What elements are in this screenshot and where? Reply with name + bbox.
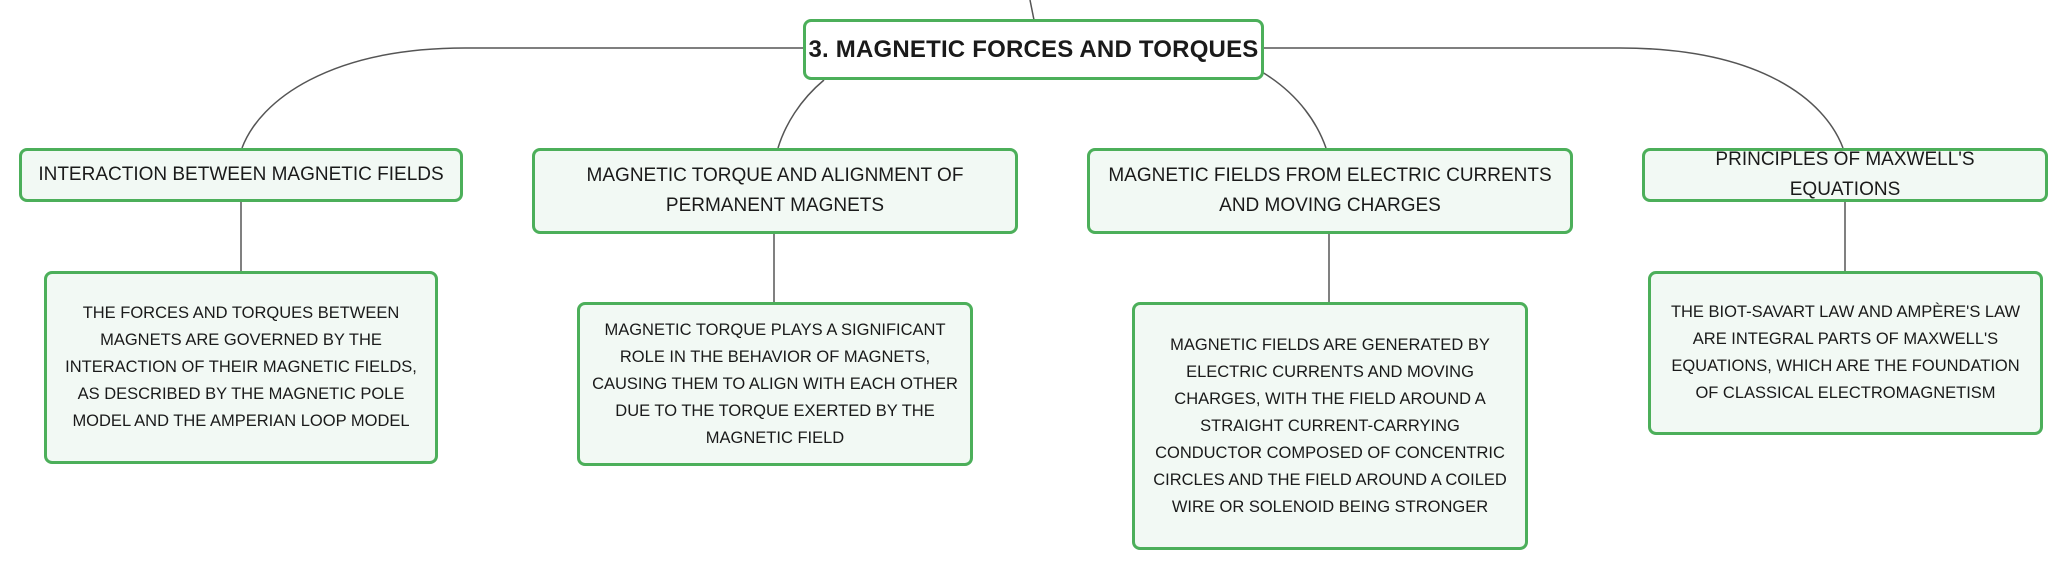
detail-text: MAGNETIC FIELDS ARE GENERATED BY ELECTRI… — [1153, 335, 1507, 516]
detail-magnetic-torque-and-alignment[interactable]: MAGNETIC TORQUE PLAYS A SIGNIFICANT ROLE… — [577, 302, 973, 466]
branch-label: MAGNETIC FIELDS FROM ELECTRIC CURRENTS A… — [1108, 165, 1552, 216]
detail-text: THE BIOT-SAVART LAW AND AMPÈRE'S LAW ARE… — [1670, 303, 2021, 402]
branch-magnetic-torque-and-alignment[interactable]: MAGNETIC TORQUE AND ALIGNMENT OF PERMANE… — [532, 148, 1018, 234]
connector-parent-to-root — [1029, 0, 1035, 21]
connector-root-to-branch-3 — [1261, 71, 1327, 149]
connector-root-to-branch-1 — [241, 47, 803, 149]
connector-root-to-branch-4 — [1262, 47, 1844, 149]
connector-root-to-branch-2 — [777, 79, 825, 149]
branch-magnetic-fields-from-currents[interactable]: MAGNETIC FIELDS FROM ELECTRIC CURRENTS A… — [1087, 148, 1573, 234]
branch-label: PRINCIPLES OF MAXWELL'S EQUATIONS — [1715, 149, 1975, 200]
detail-principles-of-maxwells-equations[interactable]: THE BIOT-SAVART LAW AND AMPÈRE'S LAW ARE… — [1648, 271, 2043, 435]
branch-label: INTERACTION BETWEEN MAGNETIC FIELDS — [38, 164, 444, 185]
detail-text: THE FORCES AND TORQUES BETWEEN MAGNETS A… — [65, 304, 417, 430]
root-topic-label: 3. MAGNETIC FORCES AND TORQUES — [808, 35, 1259, 63]
branch-interaction-between-magnetic-fields[interactable]: INTERACTION BETWEEN MAGNETIC FIELDS — [19, 148, 463, 202]
branch-label: MAGNETIC TORQUE AND ALIGNMENT OF PERMANE… — [586, 165, 964, 216]
detail-magnetic-fields-from-currents[interactable]: MAGNETIC FIELDS ARE GENERATED BY ELECTRI… — [1132, 302, 1528, 550]
branch-principles-of-maxwells-equations[interactable]: PRINCIPLES OF MAXWELL'S EQUATIONS — [1642, 148, 2048, 202]
root-topic[interactable]: 3. MAGNETIC FORCES AND TORQUES — [803, 19, 1264, 80]
detail-interaction-between-magnetic-fields[interactable]: THE FORCES AND TORQUES BETWEEN MAGNETS A… — [44, 271, 438, 464]
detail-text: MAGNETIC TORQUE PLAYS A SIGNIFICANT ROLE… — [592, 320, 958, 447]
